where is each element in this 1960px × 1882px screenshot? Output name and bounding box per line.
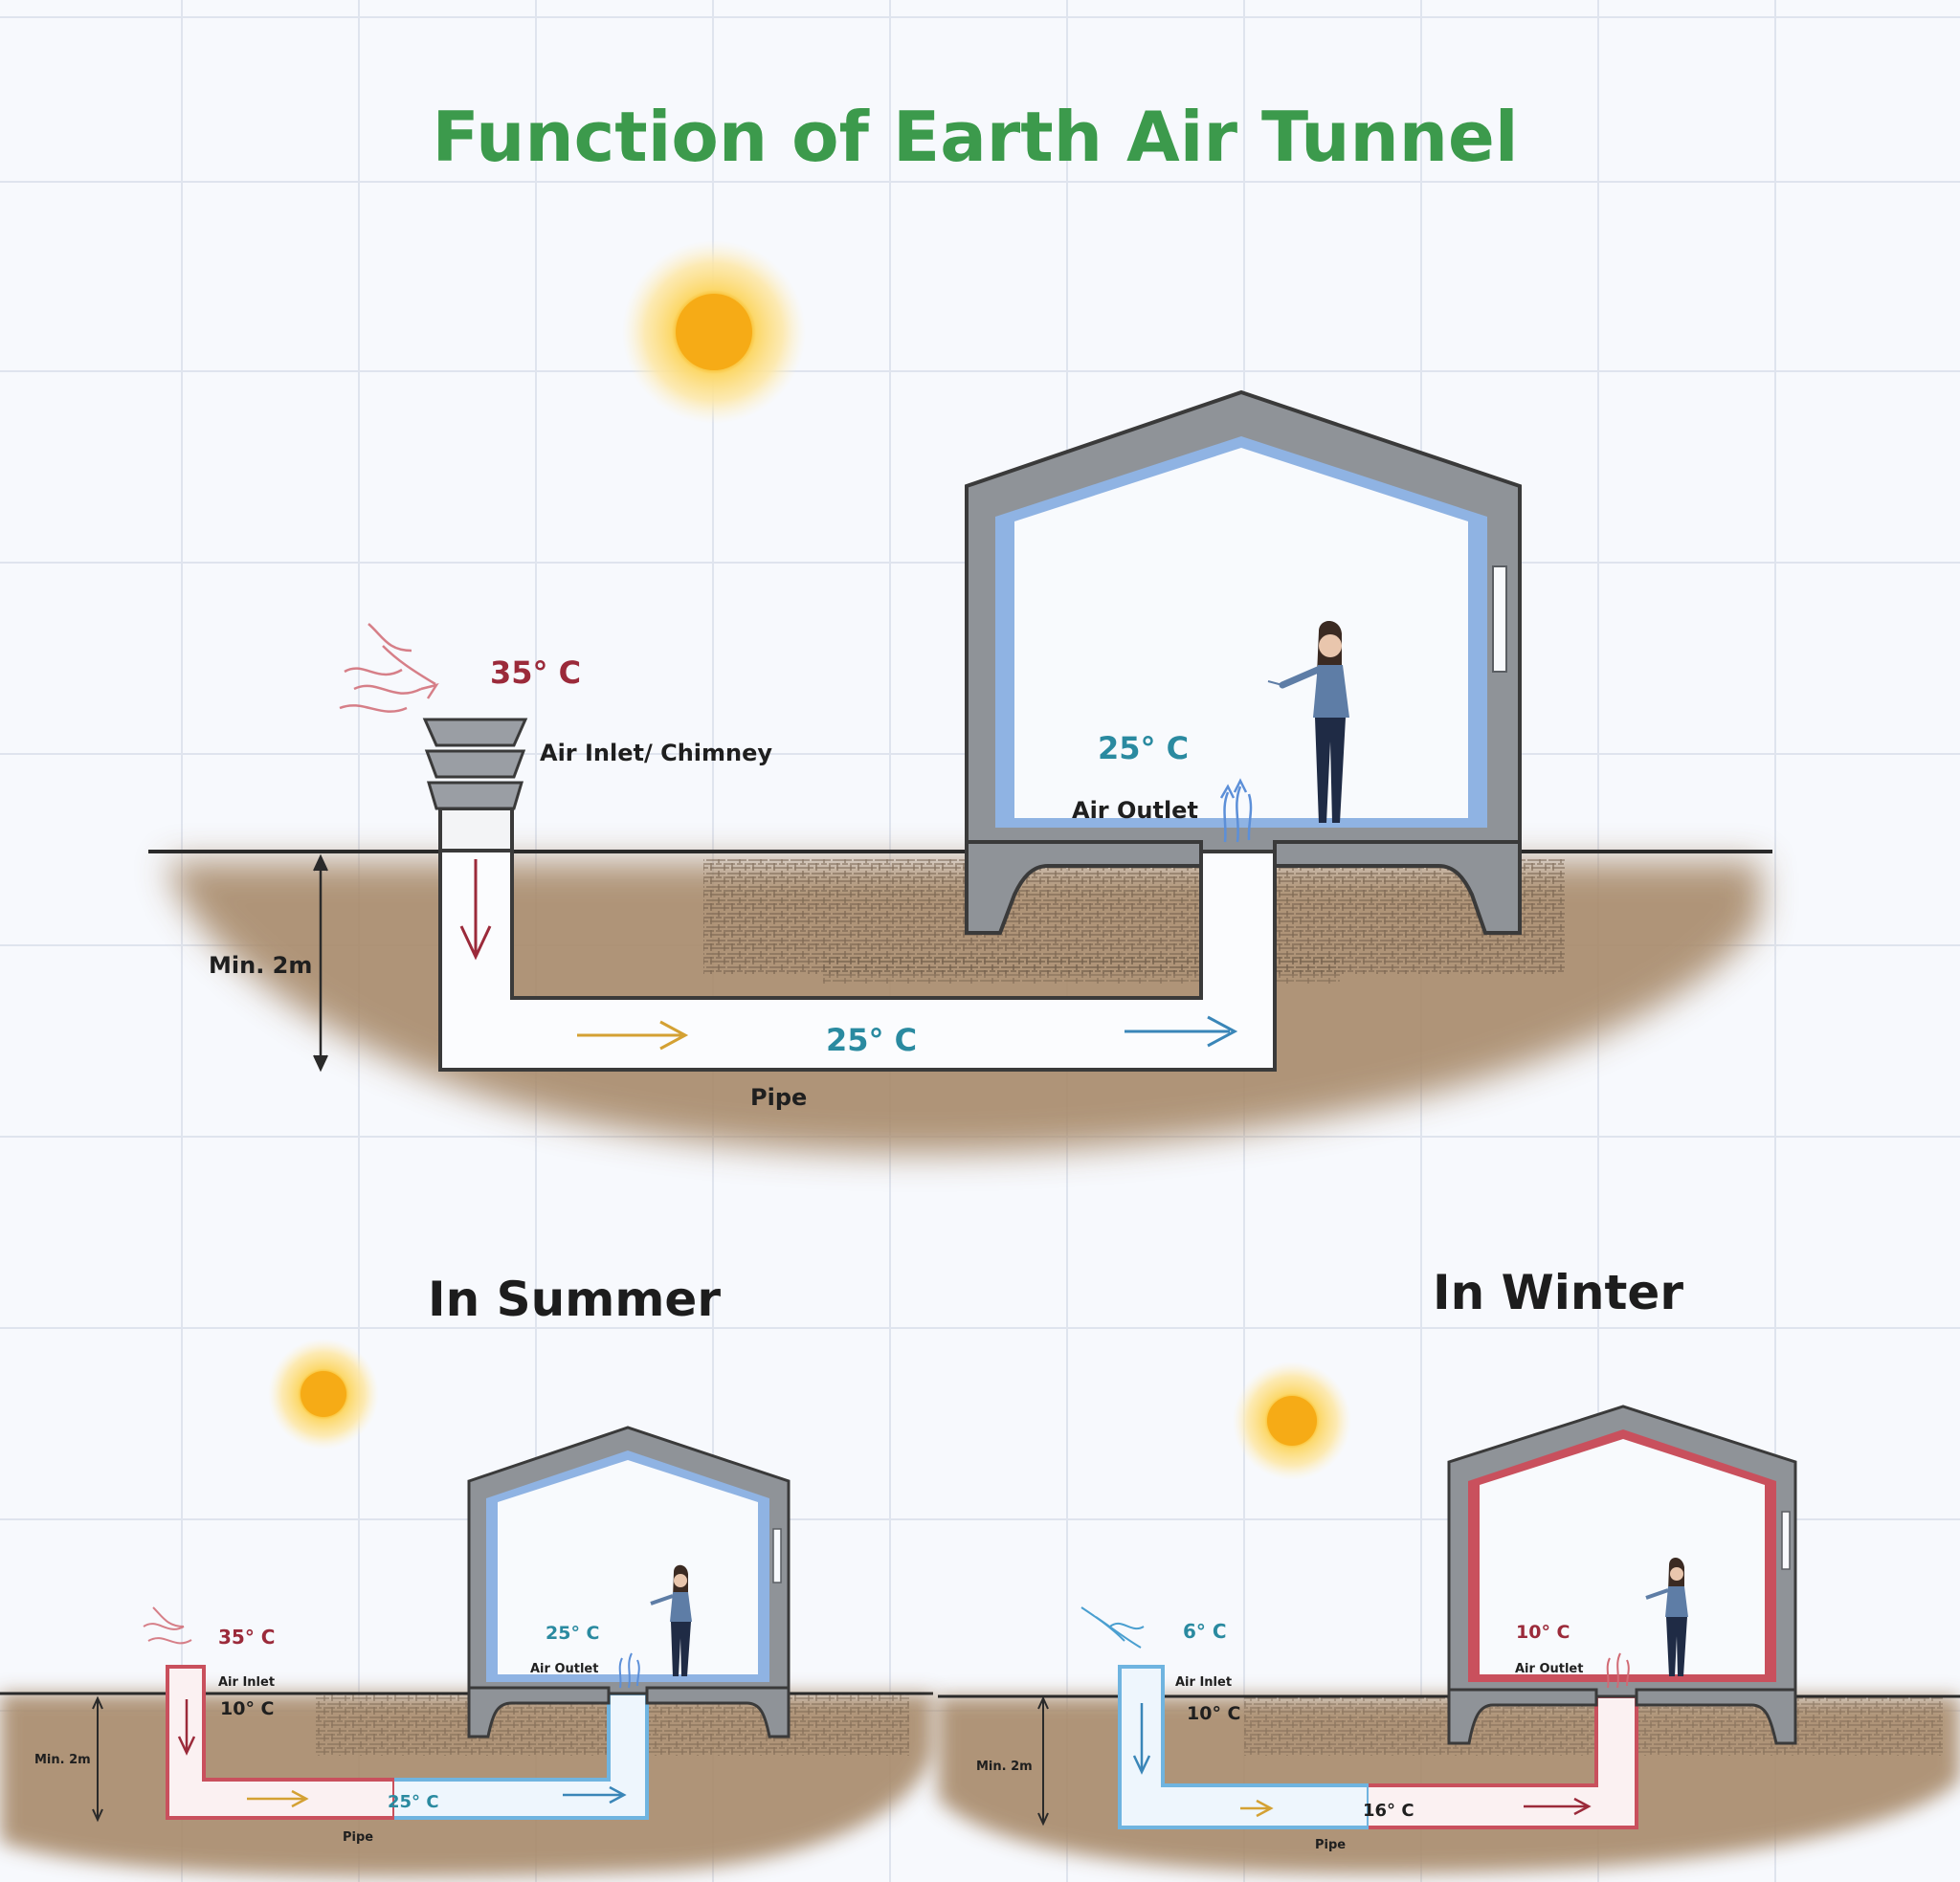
summer-heading: In Summer [428,1272,721,1327]
pipe-label-summer: Pipe [343,1830,373,1845]
winter-diagram: In Winter [938,1265,1960,1874]
inlet-label-summer: Air Inlet [218,1675,275,1690]
depth-dimension-main [313,853,328,1073]
person-main [1267,620,1349,823]
person-winter [1645,1557,1688,1676]
flow-arrow-yellow [577,1020,689,1051]
pipe-temp-main: 25° C [826,1022,917,1058]
pipe-label-winter: Pipe [1315,1838,1346,1852]
sun-winter [1233,1362,1351,1480]
outlet-label-summer: Air Outlet [530,1662,598,1676]
depth-label-main: Min. 2m [209,952,312,979]
depth-label-winter: Min. 2m [976,1760,1033,1774]
pipe-temp-winter: 16° C [1363,1801,1414,1821]
outlet-label-winter: Air Outlet [1515,1662,1583,1676]
inlet-temp-winter: 6° C [1183,1620,1227,1643]
outlet-label-main: Air Outlet [1072,797,1198,824]
ground-temp-summer: 10° C [220,1698,275,1719]
pipe-temp-summer: 25° C [388,1792,439,1812]
diagram-title: Function of Earth Air Tunnel [432,97,1518,177]
sun-main [622,240,806,424]
main-diagram: 35° C Air Inlet/ Chimney 25° C Air Outle… [148,240,1772,1154]
pipe-label-main: Pipe [750,1084,807,1111]
room-temp-winter: 10° C [1516,1622,1570,1643]
flow-arrow-blue [1125,1015,1238,1048]
room-temp-summer: 25° C [546,1623,600,1644]
inlet-temp-main: 35° C [490,654,581,691]
outlet-air-wisps [1219,778,1253,843]
inlet-label-winter: Air Inlet [1175,1675,1232,1690]
winter-heading: In Winter [1433,1265,1683,1320]
air-inlet-chimney [422,718,528,852]
person-summer [650,1564,692,1676]
room-temp-main: 25° C [1098,730,1189,766]
summer-diagram: In Summer [0,1272,933,1877]
sun-summer [268,1339,379,1450]
inlet-temp-summer: 35° C [218,1626,275,1649]
depth-label-summer: Min. 2m [34,1753,91,1767]
brick-texture-main [703,859,1565,974]
house-main [965,389,1522,935]
inlet-label-main: Air Inlet/ Chimney [540,740,772,766]
hot-air-wisps [339,623,439,713]
ground-temp-winter: 10° C [1187,1703,1241,1724]
